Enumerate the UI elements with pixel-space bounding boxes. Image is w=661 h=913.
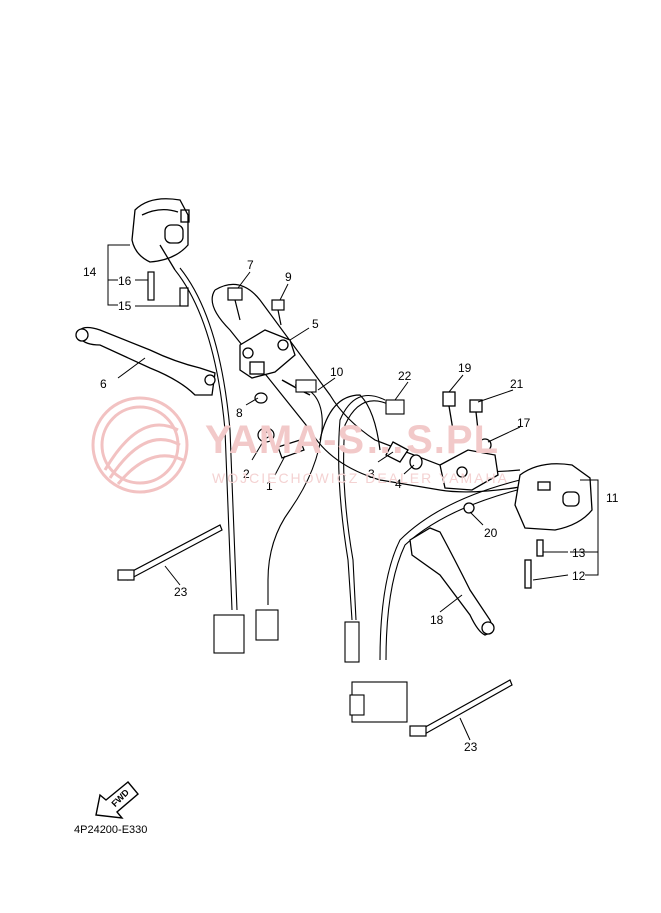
callout-11: 11 xyxy=(606,491,619,505)
callout-19: 19 xyxy=(458,361,472,375)
callout-7: 7 xyxy=(247,258,254,272)
callout-3: 3 xyxy=(368,467,375,481)
callout-2: 2 xyxy=(243,467,250,481)
leader-lines xyxy=(117,271,569,741)
callout-13: 13 xyxy=(572,546,586,560)
document-code: 4P24200-E330 xyxy=(74,824,148,836)
callout-6: 6 xyxy=(100,377,107,391)
left-lever xyxy=(75,326,216,396)
right-lever xyxy=(409,527,495,636)
left-holder xyxy=(239,329,296,379)
callout-12: 12 xyxy=(572,569,586,583)
cable-ties xyxy=(117,524,513,737)
left-wiring xyxy=(174,267,323,654)
callout-4: 4 xyxy=(395,477,402,491)
small-parts-left xyxy=(147,271,305,459)
callout-9: 9 xyxy=(285,270,292,284)
callout-5: 5 xyxy=(312,317,319,331)
bolts-left xyxy=(227,287,285,326)
right-wiring xyxy=(349,479,526,723)
callout-15: 15 xyxy=(118,299,132,313)
fwd-arrow xyxy=(95,781,139,819)
watermark-logo xyxy=(91,396,189,494)
callout-21: 21 xyxy=(510,377,524,391)
left-switch-assembly xyxy=(131,198,190,271)
watermark-title: YAMA-S…S.PL xyxy=(205,418,500,462)
callout-22: 22 xyxy=(398,369,412,383)
callout-1: 1 xyxy=(266,479,273,493)
callout-10: 10 xyxy=(330,365,344,379)
center-wiring xyxy=(338,395,405,663)
bracket-lines xyxy=(107,244,599,576)
callout-18: 18 xyxy=(430,613,444,627)
callout-labels: 1 2 3 4 5 6 7 8 9 10 11 12 13 14 15 16 1… xyxy=(83,258,619,754)
callout-16: 16 xyxy=(118,274,132,288)
watermark-subtitle: WOJCIECHOWICZ DEALER YAMAHA xyxy=(212,470,509,486)
callout-23-left: 23 xyxy=(174,585,188,599)
right-switch-assembly xyxy=(514,463,593,589)
callout-17: 17 xyxy=(517,416,531,430)
callout-20: 20 xyxy=(484,526,498,540)
callout-14: 14 xyxy=(83,265,97,279)
callout-23-right: 23 xyxy=(464,740,478,754)
callout-8: 8 xyxy=(236,406,243,420)
